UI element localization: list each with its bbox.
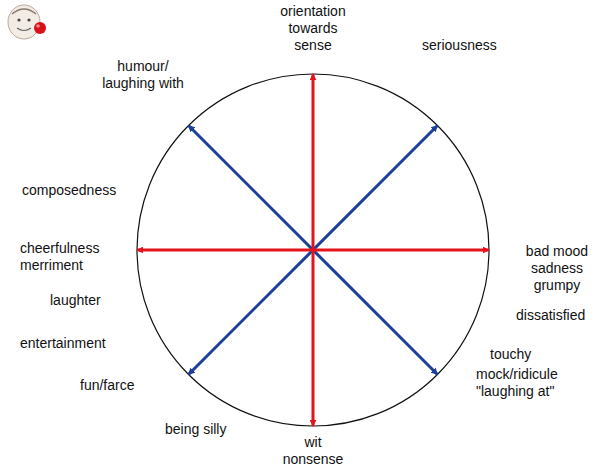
axis-label: cheerfulness merriment (20, 240, 112, 274)
axis-label: fun/farce (80, 377, 170, 394)
axis-label: mock/ridicule "laughing at" (476, 366, 588, 400)
axis-label: orientation towards sense (273, 3, 353, 54)
axis-label: bad mood sadness grumpy (520, 243, 594, 294)
axis-label: being silly (165, 421, 265, 438)
axis-label: laughter (50, 292, 130, 309)
axis-label: entertainment (20, 335, 130, 352)
axis-label: seriousness (422, 37, 522, 54)
axis-label: composedness (22, 182, 132, 199)
axis-label: dissatisfied (516, 307, 604, 324)
horizontal-arrow (137, 249, 489, 252)
axis-label: touchy (490, 346, 560, 363)
axis-label: humour/ laughing with (93, 58, 193, 92)
axis-label: wit nonsense (278, 434, 348, 468)
clown-icon (8, 5, 46, 39)
outer-circle (137, 74, 489, 426)
